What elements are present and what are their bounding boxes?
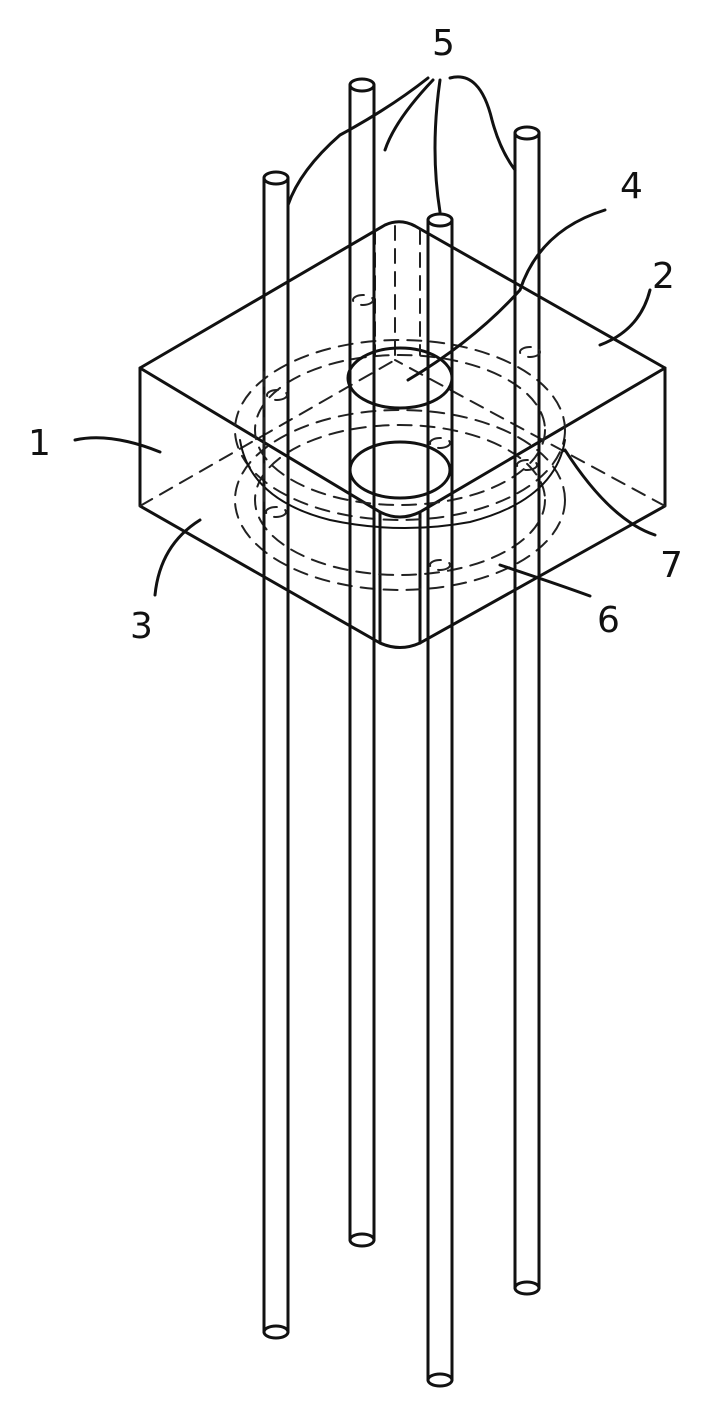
central-bore [346, 229, 454, 500]
groove-inner-top [254, 354, 546, 506]
label-part-7: 7 [660, 545, 683, 586]
label-part-1: 1 [28, 423, 51, 464]
leader-1 [73, 436, 162, 454]
label-part-5: 5 [432, 23, 455, 64]
groove-inner-bottom [254, 424, 546, 576]
leader-5-rod-a [286, 76, 430, 207]
leader-3 [153, 518, 202, 597]
leader-7 [563, 448, 657, 537]
label-part-3: 3 [130, 606, 153, 647]
leader-lines [73, 75, 657, 598]
reference-numerals: 5 4 2 1 7 3 6 [28, 23, 683, 647]
leader-5-rod-d [448, 75, 517, 172]
leader-5-rod-b [383, 78, 435, 152]
block-body [138, 220, 667, 649]
groove-outer-bottom [234, 409, 566, 591]
leader-6 [498, 563, 592, 598]
rod [348, 77, 376, 1248]
rod [262, 170, 290, 1340]
rod [426, 212, 454, 1388]
bore-bottom-opening [348, 440, 452, 500]
label-part-4: 4 [620, 166, 643, 207]
label-part-6: 6 [597, 600, 620, 641]
leader-5-rod-c [433, 78, 442, 214]
block-top-face [138, 220, 667, 519]
leader-4 [406, 208, 607, 382]
block-hidden-back-edge [394, 359, 666, 507]
annular-groove [234, 339, 566, 591]
groove-visible-arc [239, 439, 566, 529]
rod [513, 125, 541, 1296]
block-hidden-back-edge [139, 359, 396, 507]
leader-2 [598, 288, 652, 347]
block-left-face [138, 366, 667, 649]
rods [262, 77, 541, 1388]
groove-outer-top [234, 339, 566, 521]
label-part-2: 2 [652, 256, 675, 297]
